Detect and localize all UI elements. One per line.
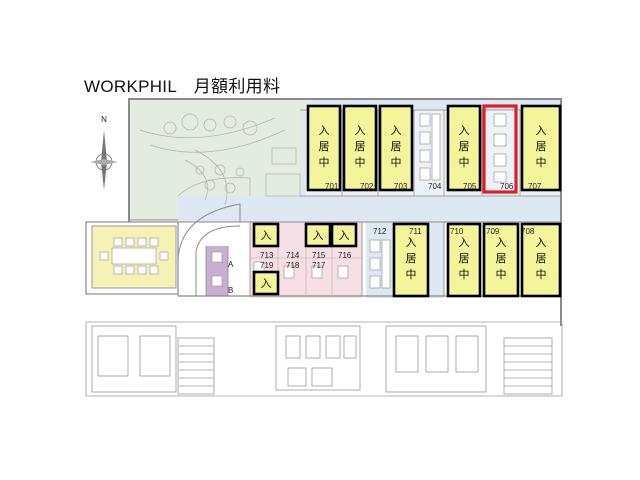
compass-icon: N [90,115,118,190]
room-number-702: 702 [360,182,374,191]
occupied-status-char: 中 [319,156,330,169]
occupied-room-715[interactable]: 入 [304,222,332,248]
occupied-box [446,104,482,192]
occupied-box [392,222,430,298]
occupied-room-707[interactable]: 入居中 [520,104,562,192]
occupied-box [304,222,332,248]
occupied-room-709[interactable]: 入居中 [482,222,520,298]
room-number-704: 704 [428,182,442,191]
occupied-status-char: 居 [536,252,547,265]
label-b: B [228,286,233,295]
occupied-status-char: 居 [319,140,330,153]
occupied-room-716[interactable]: 入 [330,222,358,248]
occupied-status-char: 入 [406,236,417,249]
room-number-710: 710 [450,227,464,236]
storage-room [206,246,228,296]
occupied-status-char: 中 [496,268,507,281]
room-number-701: 701 [325,182,339,191]
top-row-partitions [341,110,521,196]
room-number-713: 713 [260,251,274,260]
occupied-room-703[interactable]: 入居中 [378,104,414,192]
occupied-status-char: 入 [459,124,470,137]
lounge-furniture [139,113,301,206]
occupied-box [482,222,520,298]
room-number-714: 714 [286,251,300,260]
room-number-705: 705 [463,182,477,191]
room-706-highlight[interactable] [482,104,518,194]
occupied-room-710[interactable]: 入居中 [446,222,482,298]
occupied-status-char: 中 [536,268,547,281]
occupied-room-711[interactable]: 入居中 [392,222,430,298]
occupied-status-char: 居 [459,252,470,265]
room-number-708: 708 [521,227,535,236]
occupied-status-char: 中 [459,268,470,281]
occupied-status-char: 中 [406,268,417,281]
occupied-status-char: 居 [391,140,402,153]
room-number-703: 703 [394,182,408,191]
meeting-table [99,237,169,275]
occupied-status-short: 入 [339,229,350,242]
corridor-middle [178,196,562,222]
occupied-status-char: 入 [536,236,547,249]
occupied-box [446,222,482,298]
occupied-status-char: 入 [496,236,507,249]
occupied-room-719[interactable]: 入 [252,270,280,296]
occupied-status-char: 居 [406,252,417,265]
occupied-box [520,104,562,192]
occupied-room-713[interactable]: 入 [252,222,280,248]
occupied-box [330,222,358,248]
desks [211,113,507,289]
occupied-status-char: 居 [496,252,507,265]
occupied-status-char: 居 [459,140,470,153]
occupied-status-char: 入 [319,124,330,137]
occupied-box [378,104,414,192]
room-number-706: 706 [500,182,514,191]
occupied-status-char: 入 [391,124,402,137]
occupied-box [252,270,280,296]
occupied-status-char: 入 [536,124,547,137]
occupied-status-char: 中 [459,156,470,169]
occupied-room-705[interactable]: 入居中 [446,104,482,192]
room-number-716: 716 [338,251,352,260]
room-number-712: 712 [373,227,387,236]
page-title: WORKPHIL 月額利用料 [84,77,281,96]
occupied-box [252,222,280,248]
occupied-status-char: 居 [536,140,547,153]
occupied-status-short: 入 [313,229,324,242]
occupied-status-char: 中 [536,156,547,169]
occupied-status-char: 中 [391,156,402,169]
occupied-status-char: 中 [355,156,366,169]
room-number-715: 715 [312,251,326,260]
occupied-room-702[interactable]: 入居中 [342,104,378,192]
room-number-709: 709 [486,227,500,236]
room-number-711: 711 [409,227,422,236]
occupied-status-char: 居 [355,140,366,153]
occupied-room-701[interactable]: 入居中 [306,104,342,192]
occupied-room-708[interactable]: 入居中 [520,222,562,298]
compass-north-label: N [101,115,107,124]
occupied-status-char: 入 [355,124,366,137]
occupied-status-short: 入 [261,229,272,242]
occupied-status-short: 入 [261,277,272,290]
label-a: A [228,260,234,269]
occupied-status-char: 入 [459,236,470,249]
occupied-box [520,222,562,298]
room-number-718: 718 [286,261,300,270]
room-number-717: 717 [312,261,326,270]
occupied-rooms: 入居中入居中入居中入居中入居中入居中入居中入居中入居中入入入入 [252,104,562,298]
service-core [85,321,563,397]
room-number-707: 707 [528,182,542,191]
occupied-box [342,104,378,192]
occupied-box [306,104,342,192]
building-walls [85,98,562,326]
room-number-719: 719 [260,261,274,270]
